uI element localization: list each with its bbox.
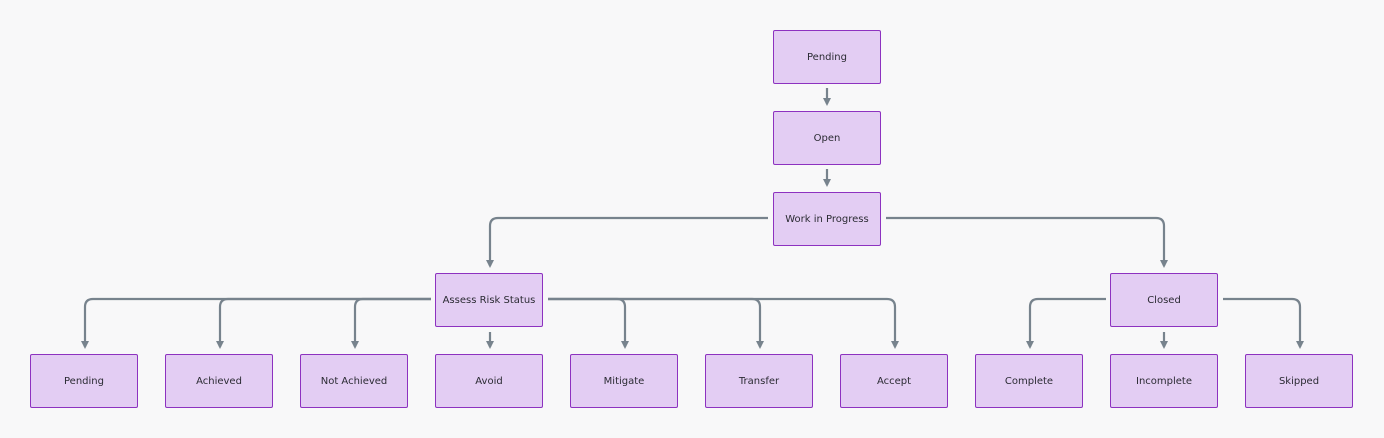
node-skipped: Skipped (1245, 354, 1353, 408)
node-assess-risk-status: Assess Risk Status (435, 273, 543, 327)
edge-assess-to-mitigate (548, 297, 629, 349)
edge-assess-to-not-achieved (351, 297, 431, 349)
node-pending: Pending (30, 354, 138, 408)
node-incomplete: Incomplete (1110, 354, 1218, 408)
node-open: Open (773, 111, 881, 165)
node-achieved: Achieved (165, 354, 273, 408)
node-pending-top: Pending (773, 30, 881, 84)
edge-assess-to-achieved (216, 297, 431, 349)
edge-wip-to-closed (886, 216, 1168, 268)
edge-assess-to-accept (548, 297, 899, 349)
edge-closed-to-skipped (1223, 297, 1304, 349)
edge-closed-to-complete (1026, 297, 1106, 349)
node-transfer: Transfer (705, 354, 813, 408)
node-closed: Closed (1110, 273, 1218, 327)
edge-assess-to-pending (81, 297, 431, 349)
node-complete: Complete (975, 354, 1083, 408)
edge-wip-to-assess (486, 216, 768, 268)
node-work-in-progress: Work in Progress (773, 192, 881, 246)
node-not-achieved: Not Achieved (300, 354, 408, 408)
edge-assess-to-transfer (548, 297, 764, 349)
node-avoid: Avoid (435, 354, 543, 408)
node-mitigate: Mitigate (570, 354, 678, 408)
node-accept: Accept (840, 354, 948, 408)
